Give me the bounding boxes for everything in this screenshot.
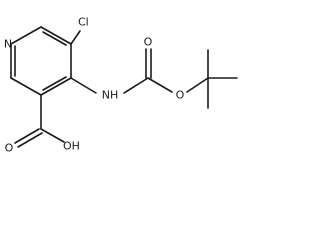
chemical-structure-canvas: N Cl NH O O O OH bbox=[3, 15, 238, 155]
bond-carbamate-c-o-ester bbox=[147, 77, 173, 93]
bond-c3-cl bbox=[70, 30, 81, 45]
atom-label-o-carbamate-carbonyl: O bbox=[144, 36, 153, 49]
bond-nh-c bbox=[123, 77, 149, 94]
bond-cooh-o-double-2 bbox=[17, 132, 43, 148]
chemical-structure: N Cl NH O O O OH bbox=[4, 16, 238, 155]
bond-c2-c3-outer bbox=[40, 26, 72, 45]
bond-o-tbutyl bbox=[186, 77, 209, 93]
atom-label-oh: OH bbox=[63, 140, 80, 153]
atom-label-cl: Cl bbox=[78, 16, 89, 29]
atom-label-n-pyridine: N bbox=[4, 38, 12, 51]
bond-c4-nh bbox=[70, 77, 97, 94]
atom-label-o-acid-carbonyl: O bbox=[5, 142, 14, 155]
bond-c5-c4 bbox=[40, 77, 72, 96]
atom-label-nh: NH bbox=[102, 89, 119, 102]
bond-c6-c5 bbox=[10, 77, 42, 96]
atom-label-o-ester: O bbox=[176, 89, 185, 102]
bond-cooh-o-double-1 bbox=[14, 128, 40, 144]
bond-c2-c3-inner bbox=[42, 31, 67, 46]
bond-c2-n1 bbox=[10, 26, 42, 45]
bond-c5-c4-inner bbox=[42, 76, 67, 91]
bond-cooh-oh bbox=[40, 128, 65, 143]
